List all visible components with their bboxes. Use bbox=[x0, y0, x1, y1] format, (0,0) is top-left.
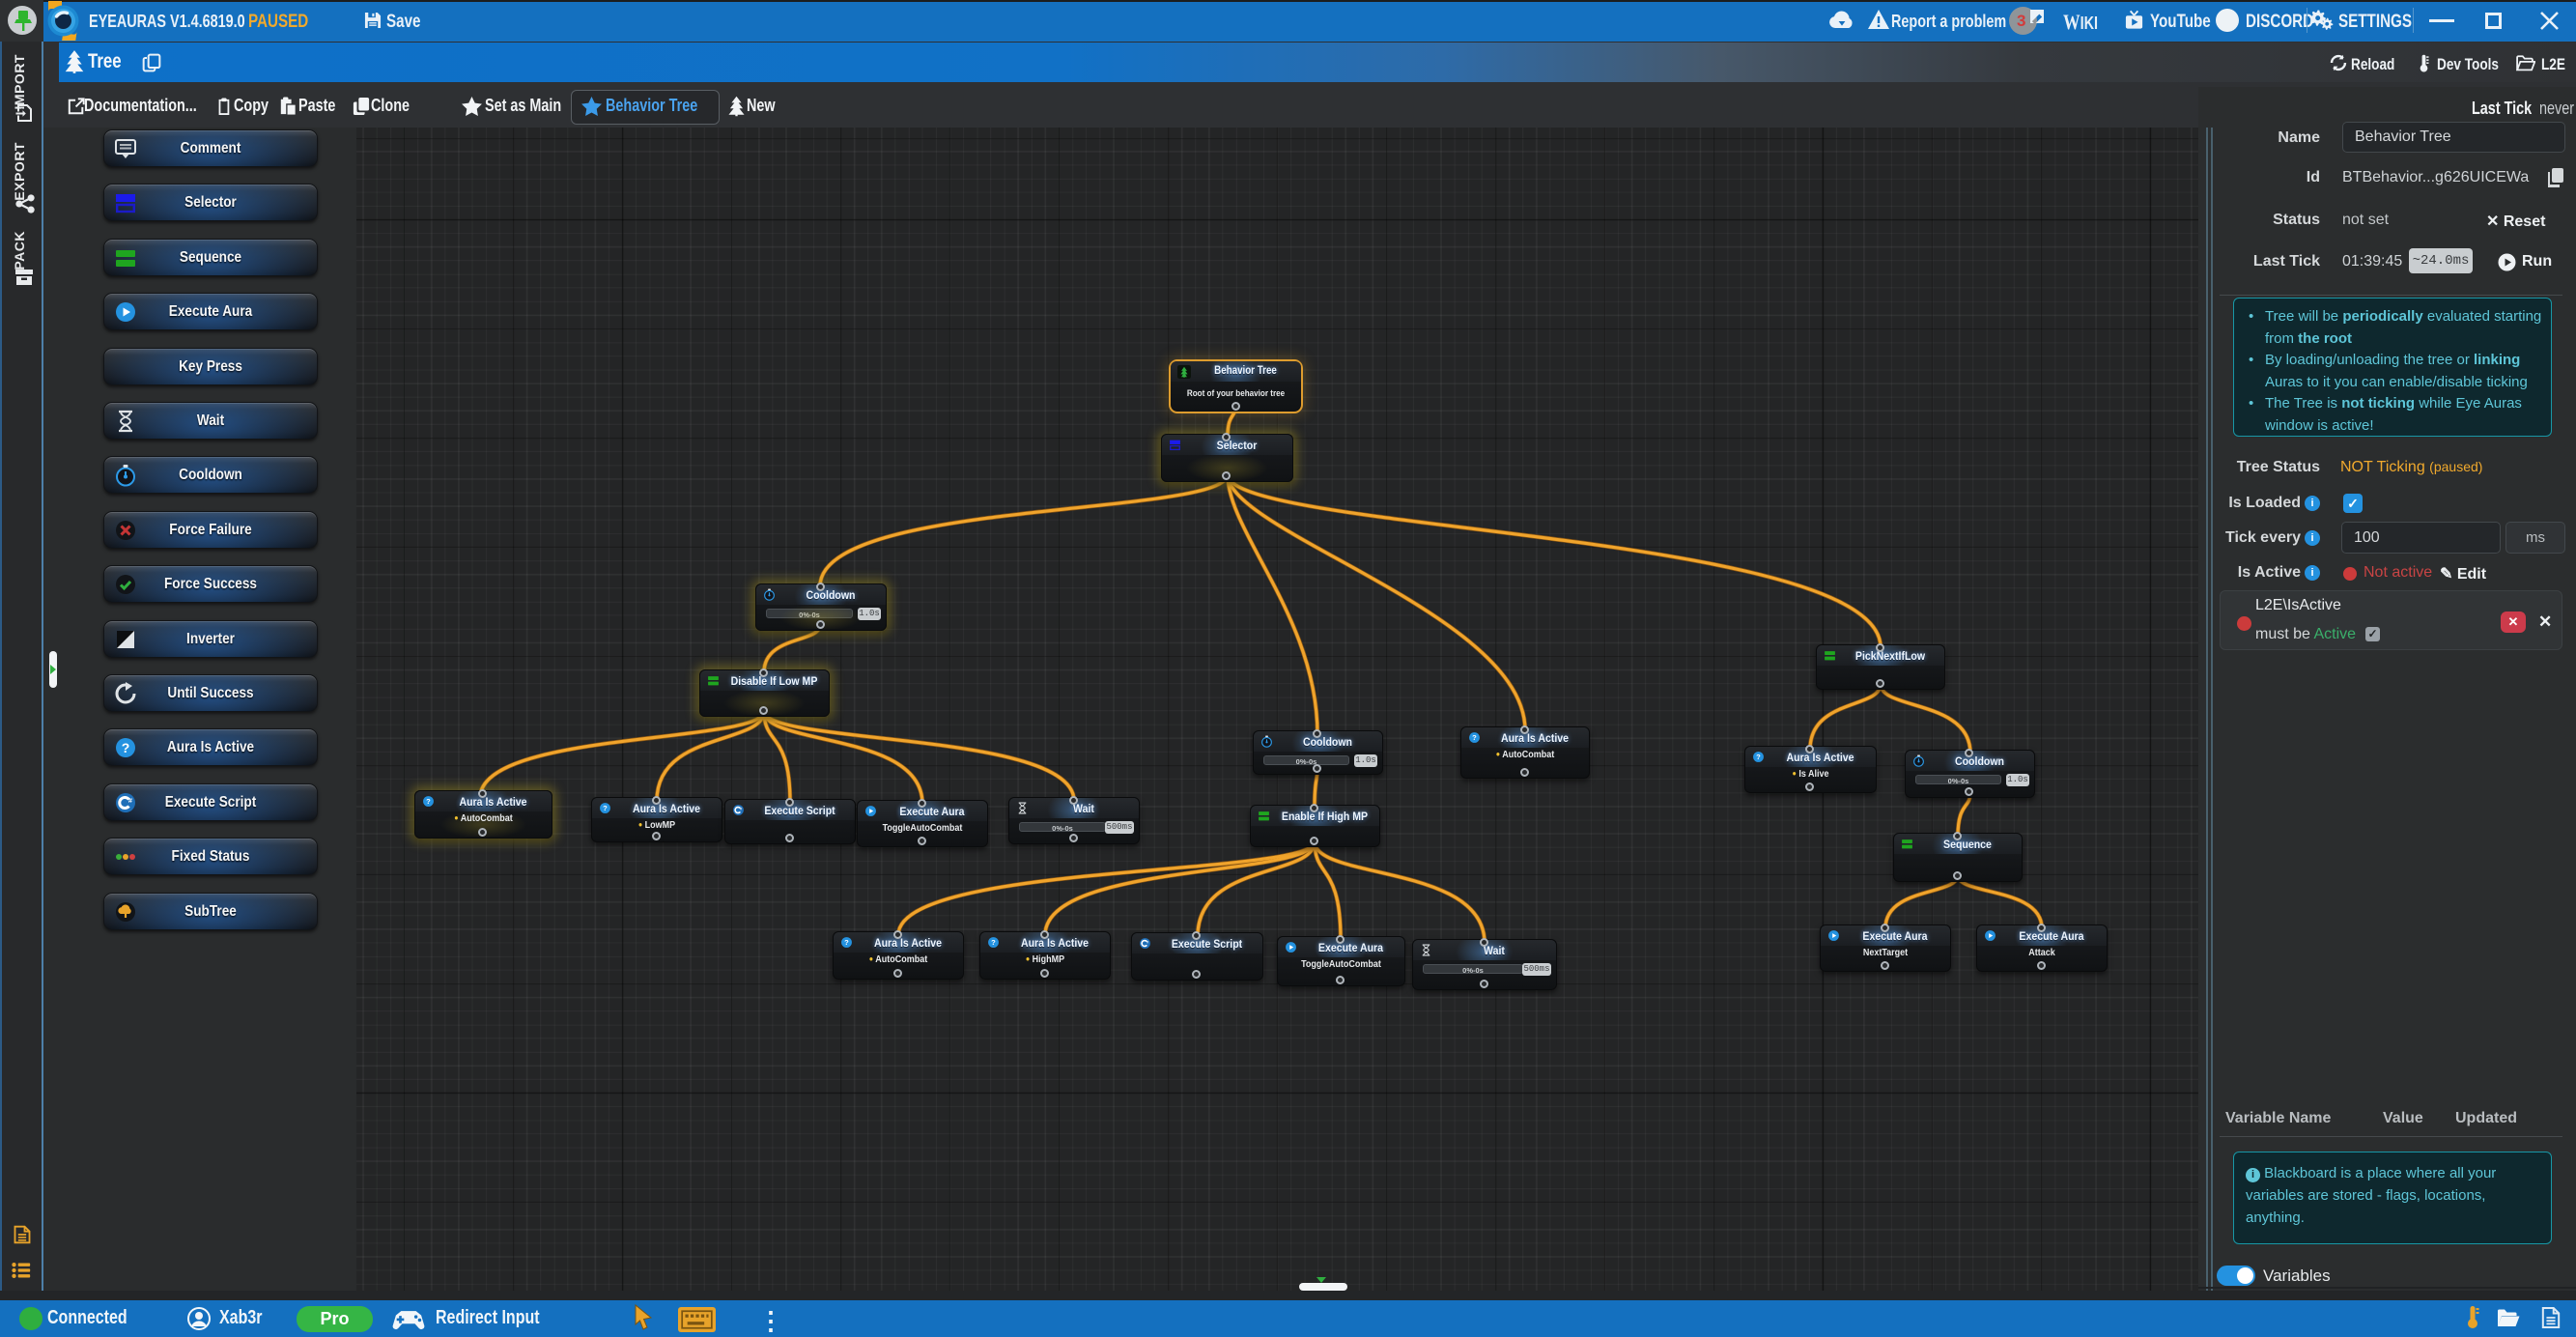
svg-text:?: ? bbox=[426, 797, 431, 806]
svg-text:#: # bbox=[128, 798, 132, 805]
svg-text:?: ? bbox=[991, 938, 996, 947]
svg-text:?: ? bbox=[1756, 753, 1761, 761]
svg-text:?: ? bbox=[603, 804, 608, 812]
svg-text:#: # bbox=[740, 808, 743, 811]
svg-text:?: ? bbox=[1472, 733, 1477, 742]
svg-text:?: ? bbox=[122, 740, 130, 755]
svg-text:?: ? bbox=[844, 938, 849, 947]
svg-text:#: # bbox=[1146, 941, 1149, 945]
